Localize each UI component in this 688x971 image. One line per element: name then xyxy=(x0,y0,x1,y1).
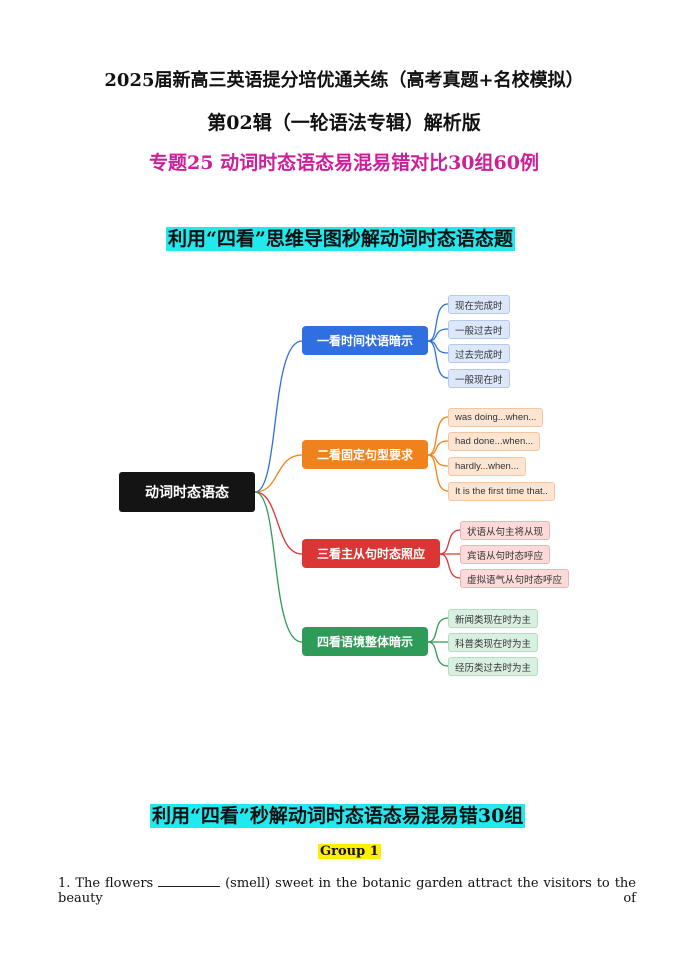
leaf-science-present: 科普类现在时为主 xyxy=(448,633,539,652)
section-heading-mindmap: 利用“四看”思维导图秒解动词时态语态题 xyxy=(166,227,515,251)
doc-topic-title: 专题25 动词时态语态易混易错对比30组60例 xyxy=(149,152,539,174)
answer-blank[interactable] xyxy=(158,876,221,887)
mindmap-root: 动词时态语态 xyxy=(119,472,255,512)
group-label: Group 1 xyxy=(318,844,381,859)
leaf-simple-present: 一般现在时 xyxy=(448,369,510,388)
leaf-news-present: 新闻类现在时为主 xyxy=(448,609,539,628)
leaf-object-clause: 宾语从句时态呼应 xyxy=(460,545,551,564)
mindmap-branch-time-adverbial: 一看时间状语暗示 xyxy=(302,326,428,355)
leaf-past-perfect: 过去完成时 xyxy=(448,344,510,363)
leaf-first-time-that: It is the first time that.. xyxy=(448,482,555,501)
question-1-prefix: 1. The flowers xyxy=(58,876,154,891)
leaf-had-done-when: had done...when... xyxy=(448,432,541,451)
question-1-suffix: (smell) sweet in the botanic garden attr… xyxy=(58,876,636,906)
leaf-adverbial-clause: 状语从句主将从现 xyxy=(460,521,551,540)
leaf-subjunctive-clause: 虚拟语气从句时态呼应 xyxy=(460,569,570,588)
leaf-experience-past: 经历类过去时为主 xyxy=(448,657,539,676)
mindmap-branch-clause-agreement: 三看主从句时态照应 xyxy=(302,539,440,568)
leaf-simple-past: 一般过去时 xyxy=(448,320,510,339)
mindmap-branch-context: 四看语境整体暗示 xyxy=(302,627,428,656)
leaf-present-perfect: 现在完成时 xyxy=(448,295,510,314)
section-heading-30-groups: 利用“四看”秒解动词时态语态易混易错30组 xyxy=(150,804,526,828)
leaf-hardly-when: hardly...when... xyxy=(448,457,526,476)
doc-title-line2: 第02辑（一轮语法专辑）解析版 xyxy=(207,112,481,134)
leaf-was-doing-when: was doing...when... xyxy=(448,408,544,427)
doc-title-line1: 2025届新高三英语提分培优通关练（高考真题+名校模拟） xyxy=(104,70,584,91)
question-1: 1. The flowers (smell) sweet in the bota… xyxy=(58,876,636,906)
mindmap-branch-fixed-patterns: 二看固定句型要求 xyxy=(302,440,428,469)
